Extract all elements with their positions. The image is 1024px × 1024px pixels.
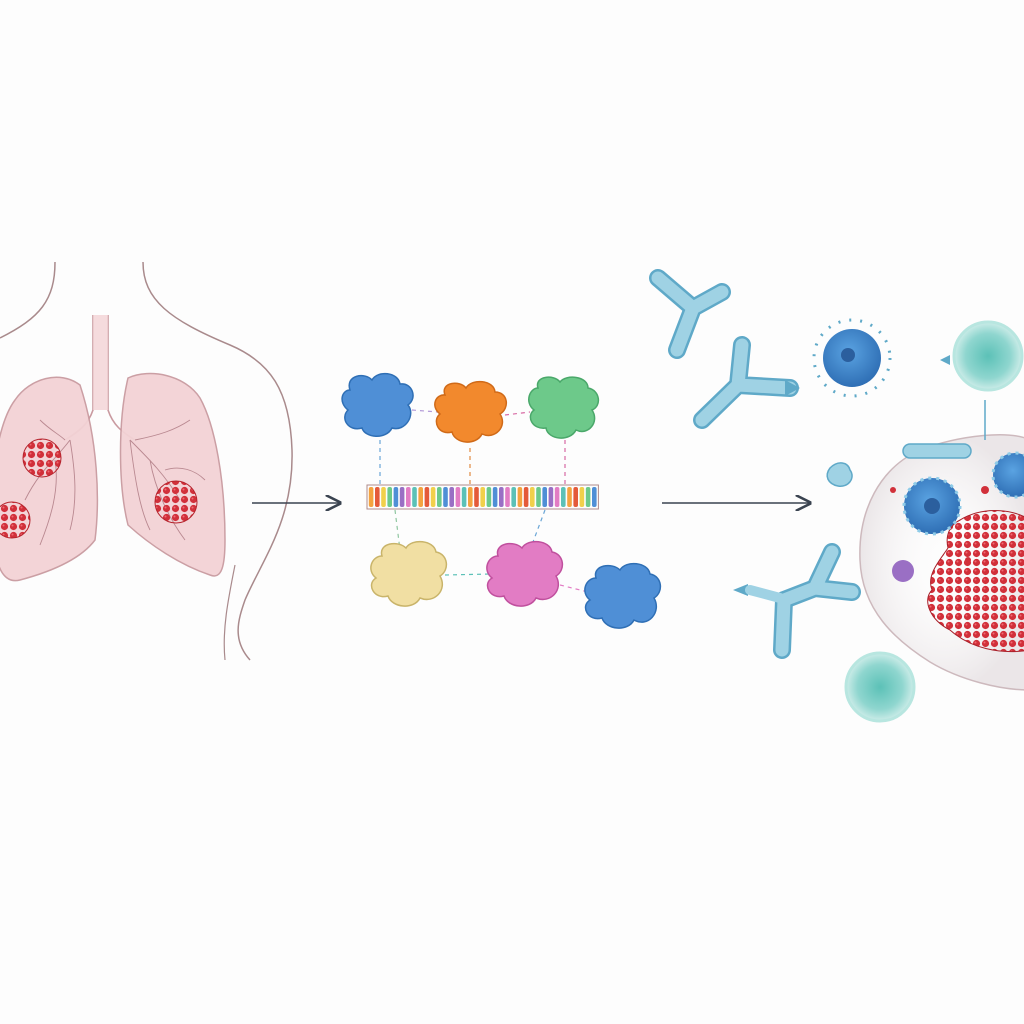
sequence-stripe — [368, 487, 374, 507]
tumor-left-lower — [0, 501, 31, 539]
teal-t-cell-top — [952, 320, 1024, 392]
lungs-panel — [0, 261, 293, 661]
protein-pink-bottom — [486, 540, 564, 607]
sequence-bar — [366, 484, 599, 510]
sequence-stripe — [455, 487, 461, 507]
sequence-stripe — [424, 487, 430, 507]
cell-nucleus — [924, 498, 940, 514]
sequence-stripe — [499, 487, 504, 507]
sequence-stripe — [492, 487, 498, 507]
protein-orange-top — [434, 380, 507, 443]
sequence-stripe — [567, 487, 572, 507]
sequence-stripe — [399, 487, 405, 507]
dendritic-cell-edge — [991, 451, 1024, 499]
protein-yellow-bottom — [370, 540, 448, 607]
debris-arrow — [940, 355, 950, 365]
sequence-bar-outline — [366, 484, 599, 510]
sequence-stripe — [536, 487, 541, 507]
sequence-stripe — [437, 487, 442, 507]
red-particle — [981, 486, 989, 494]
tumor-left-upper — [22, 438, 62, 478]
antibody-middle — [693, 336, 800, 429]
sequence-stripe — [530, 487, 535, 507]
protein-blue-bottom — [584, 562, 662, 629]
sequence-stripe — [449, 487, 454, 507]
sequence-stripe — [393, 487, 399, 507]
sequence-stripe — [480, 487, 485, 507]
cell-nucleus — [841, 348, 855, 362]
sequence-stripe — [474, 487, 479, 507]
sequence-stripe — [554, 487, 560, 507]
sequence-stripe — [486, 487, 492, 507]
sequence-stripe — [585, 487, 591, 507]
purple-particle — [892, 560, 914, 582]
membrane-receptor — [902, 443, 972, 459]
immune-panel — [649, 269, 1024, 723]
tumor-mass — [927, 510, 1024, 653]
right-lung — [119, 372, 226, 577]
sequence-stripe — [412, 487, 417, 507]
antibody-bottom — [733, 543, 861, 659]
red-particle — [890, 487, 896, 493]
left-lung — [0, 376, 99, 582]
body-outline-inner — [223, 564, 236, 661]
sequence-stripe — [592, 487, 597, 507]
sequence-stripe — [561, 487, 566, 507]
sequence-stripe — [387, 487, 392, 507]
sequence-stripe — [517, 487, 523, 507]
sequence-stripe — [443, 487, 448, 507]
sequence-stripe — [461, 487, 467, 507]
protein-green-top — [528, 376, 600, 439]
sequence-stripe — [542, 487, 547, 507]
sequence-stripe — [406, 487, 411, 507]
sequence-stripe — [375, 487, 380, 507]
sequence-stripe — [468, 487, 473, 507]
sequence-stripe — [523, 487, 529, 507]
antibody-top-left — [649, 269, 731, 359]
protein-panel — [341, 372, 662, 629]
sequence-stripe — [381, 487, 386, 507]
sequence-stripe — [430, 487, 436, 507]
body-outline — [0, 261, 293, 661]
sequence-stripe — [548, 487, 554, 507]
sequence-stripe — [511, 487, 516, 507]
tumor-right — [154, 480, 198, 524]
sequence-stripe — [579, 487, 585, 507]
sequence-stripe — [505, 487, 510, 507]
red-particle — [965, 557, 971, 563]
debris-fragment — [826, 462, 853, 487]
sequence-stripe — [418, 487, 423, 507]
protein-blue-top — [341, 372, 414, 437]
teal-t-cell-bottom — [844, 651, 916, 723]
sequence-stripe — [573, 487, 578, 507]
